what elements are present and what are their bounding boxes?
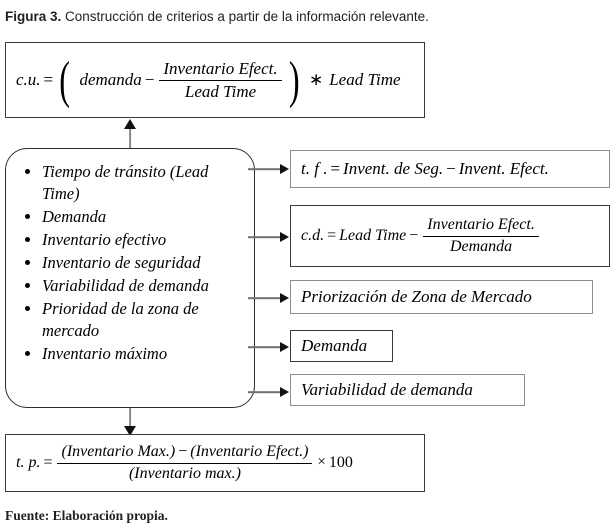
arrow-to-cd: [248, 231, 290, 243]
formula-bottom-num-left: (Inventario Max.): [61, 443, 176, 461]
formula-top-term1: demanda: [79, 70, 142, 90]
output-text-priorizacion: Priorización de Zona de Mercado: [301, 287, 532, 306]
formula-top-equals: =: [43, 70, 54, 90]
list-item: Inventario efectivo: [24, 229, 244, 251]
formula-tf-lhs: t. f .: [301, 159, 328, 179]
arrow-to-tf: [248, 163, 290, 175]
formula-top-fraction: Inventario Efect. Lead Time: [159, 59, 282, 101]
formula-top-multiply: ∗: [308, 70, 324, 90]
criteria-input-box: Tiempo de tránsito (Lead Time) Demanda I…: [5, 148, 255, 408]
output-box-priorizacion: Priorización de Zona de Mercado: [290, 280, 593, 314]
formula-cd-minus: −: [409, 226, 419, 244]
formula-top-numerator: Inventario Efect.: [159, 59, 282, 81]
arrow-head-icon: [280, 293, 289, 303]
formula-cd: c.d. = Lead Time − Inventario Efect. Dem…: [291, 206, 609, 266]
formula-cd-term1: Lead Time: [339, 226, 407, 244]
output-box-demanda: Demanda: [290, 330, 393, 362]
criteria-list: Tiempo de tránsito (Lead Time) Demanda I…: [6, 149, 254, 364]
arrow-shaft: [248, 391, 282, 393]
formula-costo-unitario: c.u. = ( demanda − Inventario Efect. Lea…: [16, 52, 401, 109]
arrow-shaft: [248, 297, 282, 299]
formula-tf-equals: =: [330, 159, 341, 179]
formula-bottom-factor: 100: [328, 453, 353, 471]
list-item: Variabilidad de demanda: [24, 275, 244, 297]
formula-top-term2: Lead Time: [329, 70, 401, 90]
formula-tf-term1: Invent. de Seg.: [343, 159, 444, 179]
output-text-variabilidad: Variabilidad de demanda: [301, 380, 473, 399]
list-item: Tiempo de tránsito (Lead Time): [24, 161, 244, 205]
figure-caption-text: Construcción de criterios a partir de la…: [61, 9, 429, 24]
formula-tf: t. f . = Invent. de Seg. − Invent. Efect…: [291, 151, 609, 187]
formula-cd-denominator: Demanda: [449, 237, 513, 255]
figure-source: Fuente: Elaboración propia.: [5, 508, 168, 523]
arrow-head-icon: [280, 342, 289, 352]
formula-bottom-numerator: (Inventario Max.)−(Inventario Efect.): [57, 443, 313, 464]
arrow-to-variabilidad: [248, 386, 290, 398]
list-item: Demanda: [24, 206, 244, 228]
arrow-head-icon: [280, 387, 289, 397]
formula-cd-numerator: Inventario Efect.: [423, 216, 539, 237]
formula-bottom-fraction: (Inventario Max.)−(Inventario Efect.) (I…: [57, 443, 313, 483]
formula-bottom-num-minus: −: [178, 443, 188, 461]
arrow-shaft: [248, 168, 282, 170]
formula-top-lhs: c.u.: [16, 70, 41, 90]
formula-cd-fraction: Inventario Efect. Demanda: [423, 216, 539, 256]
figure-label: Figura 3.: [5, 9, 62, 24]
formula-cd-lhs: c.d.: [301, 226, 325, 244]
arrow-shaft: [248, 236, 282, 238]
list-item: Prioridad de la zona de mercado: [24, 298, 244, 342]
arrow-head-icon: [280, 164, 289, 174]
arrow-head-icon: [280, 232, 289, 242]
formula-tf-term2: Invent. Efect.: [458, 159, 549, 179]
arrow-shaft: [129, 125, 131, 149]
formula-bottom-times: ×: [317, 454, 326, 471]
arrow-up-to-costo-unitario: [123, 119, 137, 149]
formula-tasa-porcentual: t. p. = (Inventario Max.)−(Inventario Ef…: [6, 435, 424, 491]
output-text-demanda: Demanda: [301, 336, 368, 355]
figure-caption: Figura 3. Construcción de criterios a pa…: [5, 8, 605, 25]
formula-top-denominator: Lead Time: [184, 81, 257, 101]
formula-cd-equals: =: [327, 226, 337, 244]
formula-bottom-lhs: t. p.: [16, 453, 41, 471]
list-item: Inventario máximo: [24, 343, 244, 365]
formula-bottom-equals: =: [43, 453, 53, 471]
formula-box-costo-unitario: c.u. = ( demanda − Inventario Efect. Lea…: [5, 42, 425, 118]
formula-box-tasa-porcentual: t. p. = (Inventario Max.)−(Inventario Ef…: [5, 434, 425, 492]
formula-bottom-denominator: (Inventario max.): [128, 464, 241, 482]
arrow-head-icon: [124, 119, 136, 129]
output-box-variabilidad: Variabilidad de demanda: [290, 374, 525, 406]
formula-bottom-num-right: (Inventario Efect.): [190, 443, 309, 461]
arrow-shaft: [129, 408, 131, 430]
output-box-tf: t. f . = Invent. de Seg. − Invent. Efect…: [290, 150, 610, 188]
formula-tf-minus: −: [446, 159, 456, 179]
output-box-cd: c.d. = Lead Time − Inventario Efect. Dem…: [290, 205, 610, 267]
arrow-to-demanda: [248, 341, 290, 353]
arrow-down-to-tasa-porcentual: [123, 408, 137, 436]
arrow-to-priorizacion: [248, 292, 290, 304]
list-item: Inventario de seguridad: [24, 252, 244, 274]
arrow-shaft: [248, 346, 282, 348]
formula-top-minus: −: [144, 70, 155, 90]
arrow-head-icon: [124, 426, 136, 436]
